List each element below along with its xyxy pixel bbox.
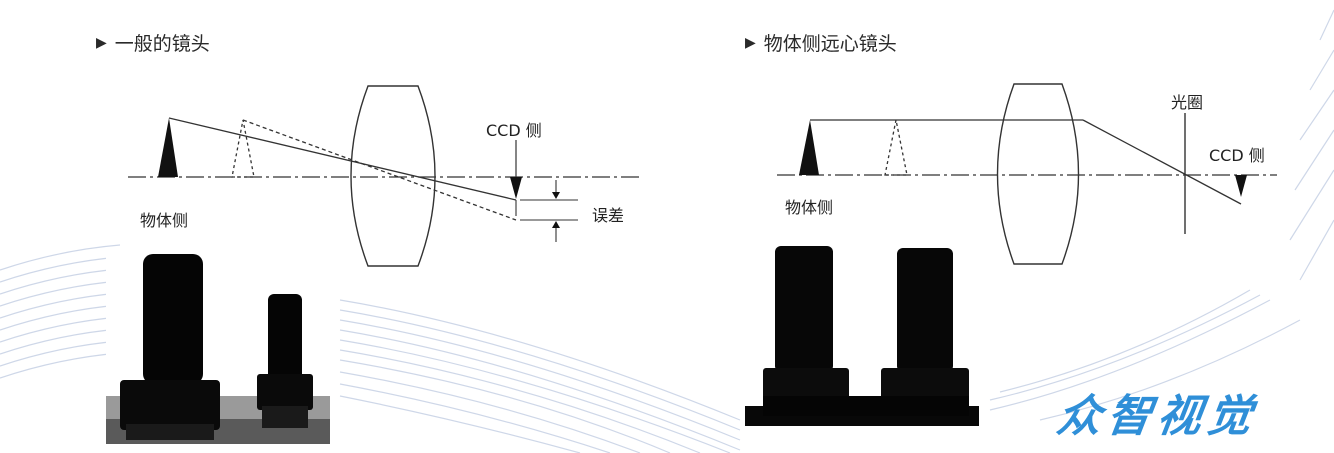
standard-lens-diagram <box>0 0 667 453</box>
ray-dashed <box>243 120 516 220</box>
object-shifted <box>232 120 254 177</box>
object-shifted <box>885 120 907 175</box>
ccd-marker <box>510 177 522 199</box>
lens <box>351 86 435 266</box>
panel-standard-lens: ▶ 一般的镜头 CCD 侧 物体侧 误差 <box>0 0 667 453</box>
bolts-photo-standard <box>106 254 330 444</box>
brand-logo: 众智视觉 <box>1054 380 1263 444</box>
label-ccd-side: CCD 侧 <box>1209 142 1265 166</box>
label-object-side: 物体侧 <box>140 207 188 231</box>
lens <box>998 84 1079 264</box>
object-solid <box>799 120 819 175</box>
label-error: 误差 <box>592 202 624 226</box>
ray-solid <box>169 118 516 200</box>
label-object-side: 物体侧 <box>785 194 833 218</box>
label-aperture: 光圈 <box>1171 89 1203 113</box>
ccd-marker <box>1235 175 1247 197</box>
object-solid <box>158 118 178 177</box>
label-ccd-side: CCD 侧 <box>486 117 542 141</box>
bolts-photo-telecentric <box>745 246 979 426</box>
